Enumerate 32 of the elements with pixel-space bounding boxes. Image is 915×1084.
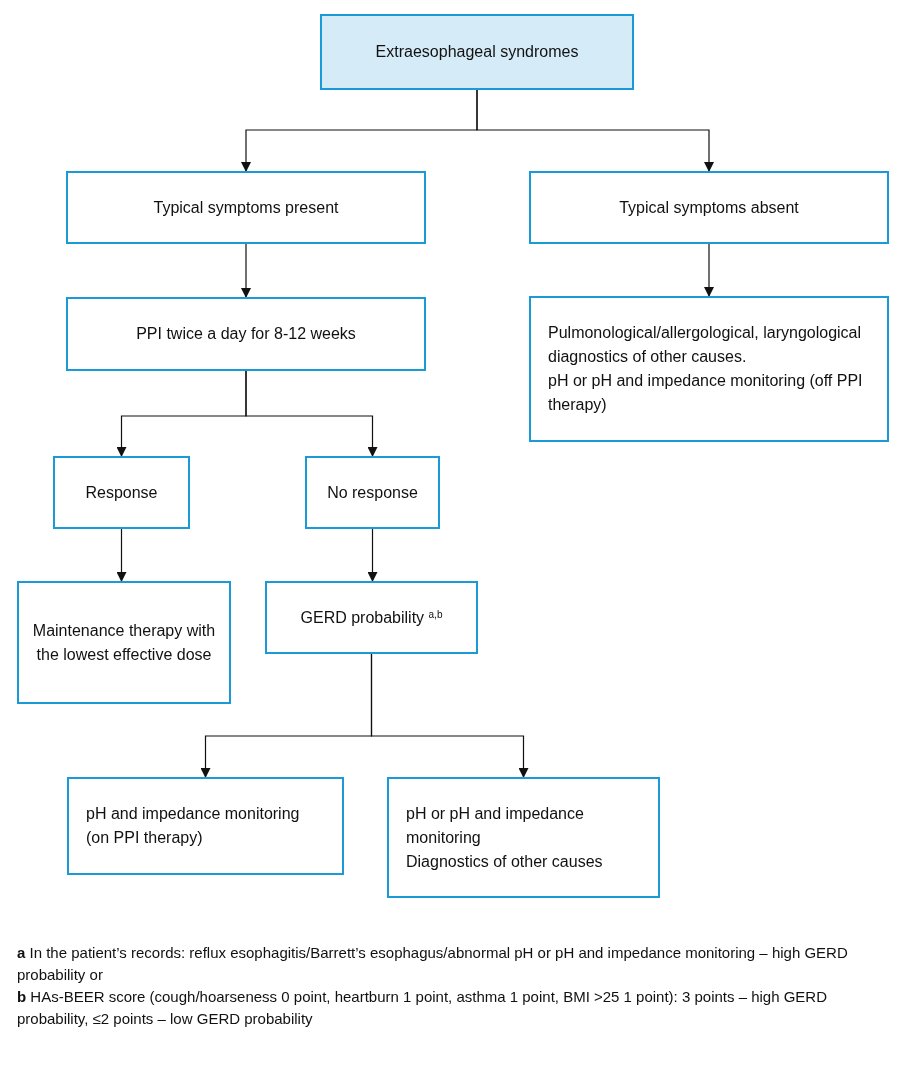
arrow — [370, 653, 529, 778]
box-text: PPI twice a day for 8-12 weeks — [136, 324, 356, 344]
box-text: Maintenance therapy with the lowest effective dose — [31, 620, 217, 665]
box-text: Pulmonological/allergological, laryngological diagnostics of other causes. — [548, 323, 863, 367]
process-box — [529, 171, 889, 244]
process-box — [17, 581, 231, 704]
arrow — [241, 243, 251, 298]
box-text: No response — [327, 482, 418, 503]
arrow — [367, 528, 378, 582]
process-box — [53, 456, 190, 529]
box-text: Typical symptoms absent — [619, 197, 799, 218]
process-box — [529, 296, 889, 442]
process-box — [387, 777, 660, 898]
arrow — [704, 243, 714, 297]
box-text: pH and impedance monitoring (on PPI therapy) — [86, 804, 301, 848]
box-text: Extraesophageal syndromes — [375, 42, 579, 62]
arrow — [245, 370, 378, 457]
arrow — [476, 89, 714, 172]
box-text: Response — [85, 482, 158, 503]
footnote: b HAs-BEER score (cough/hoarseness 0 point, heartburn 1 point, asthma 1 point, BMI >25 1 point): 3 points – high GERD probability, ≤2 points – low GERD probability — [17, 987, 829, 1029]
box-text: pH or pH and impedance monitoring (off PPI therapy) — [548, 371, 864, 415]
box-text: Diagnostics of other causes — [406, 851, 603, 872]
process-box — [66, 171, 426, 244]
process-box — [265, 581, 478, 654]
process-box — [66, 297, 426, 371]
process-box — [305, 456, 440, 529]
arrow — [116, 528, 127, 582]
box-text: GERD probability $^{a,b}$ — [300, 607, 443, 628]
process-box — [320, 14, 634, 90]
box-text: Typical symptoms present — [153, 197, 339, 218]
process-box — [67, 777, 344, 875]
box-text: pH or pH and impedance monitoring — [406, 803, 585, 848]
